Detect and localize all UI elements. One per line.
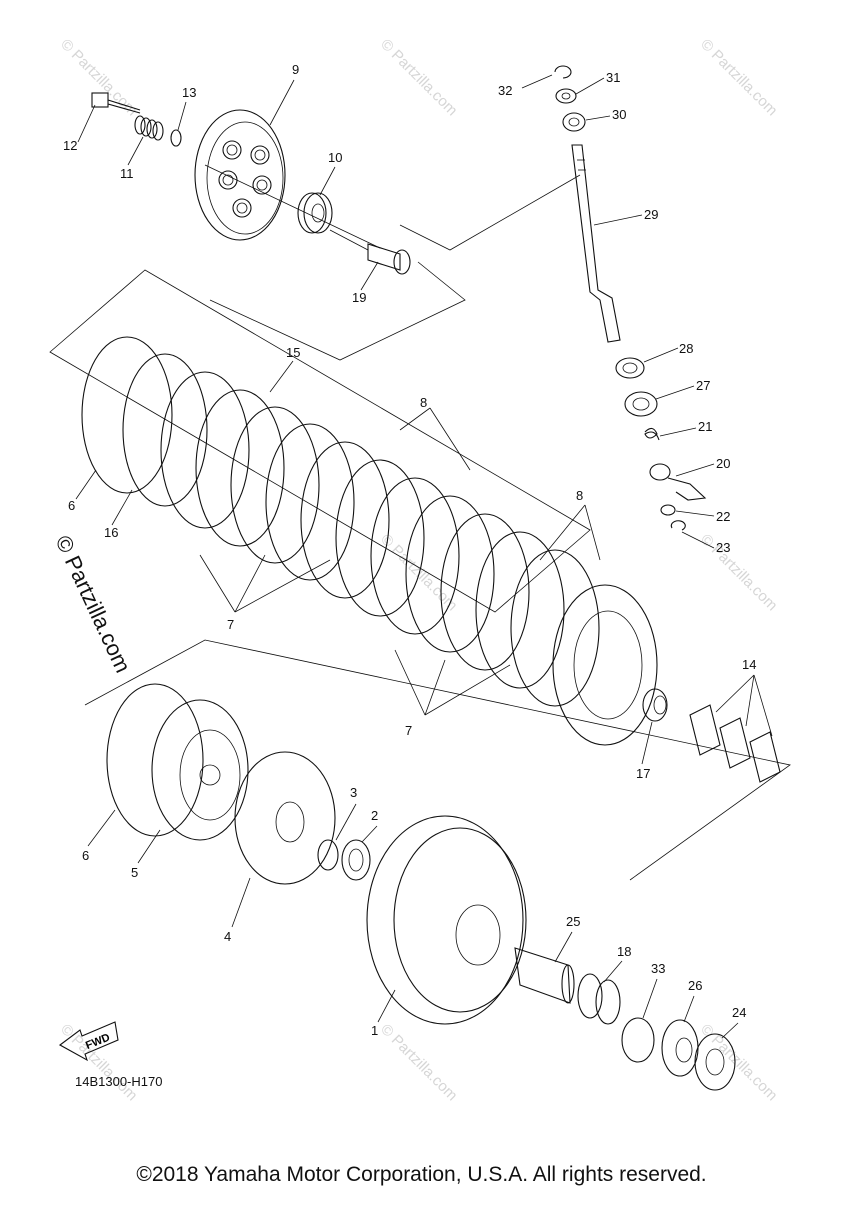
callout-24: 24 bbox=[732, 1005, 746, 1020]
callout-15: 15 bbox=[286, 345, 300, 360]
part-13-washer bbox=[170, 129, 182, 147]
watermark: © Partzilla.com bbox=[57, 1021, 140, 1104]
part-1-clutch-housing bbox=[366, 815, 527, 1025]
watermark: © Partzilla.com bbox=[697, 36, 780, 119]
callout-12: 12 bbox=[63, 138, 77, 153]
plate-stack bbox=[81, 336, 658, 746]
part-12-bolt bbox=[91, 92, 141, 114]
callout-13: 13 bbox=[182, 85, 196, 100]
part-10-bearing bbox=[297, 192, 333, 234]
copyright-notice: ©2018 Yamaha Motor Corporation, U.S.A. A… bbox=[136, 1163, 707, 1186]
part-24-washer bbox=[694, 1033, 736, 1091]
callout-numbers: 1 2 3 4 5 6 6 7 7 8 8 9 10 11 12 13 14 1… bbox=[63, 62, 756, 1038]
watermark: © Partzilla.com bbox=[377, 531, 460, 614]
callout-8b: 8 bbox=[576, 488, 583, 503]
callout-33: 33 bbox=[651, 961, 665, 976]
part-25-sleeve bbox=[514, 947, 575, 1004]
watermark: © Partzilla.com bbox=[377, 36, 460, 119]
diagram-code: 14B1300-H170 bbox=[75, 1074, 162, 1089]
leader-lines bbox=[199, 407, 601, 716]
callout-26: 26 bbox=[688, 978, 702, 993]
part-33-circlip bbox=[621, 1017, 655, 1063]
callout-1: 1 bbox=[371, 1023, 378, 1038]
callout-5: 5 bbox=[131, 865, 138, 880]
part-22-washer bbox=[660, 504, 676, 516]
callout-20: 20 bbox=[716, 456, 730, 471]
callout-29: 29 bbox=[644, 207, 658, 222]
callout-32: 32 bbox=[498, 83, 512, 98]
watermark-layer: © Partzilla.com © Partzilla.com © Partzi… bbox=[57, 36, 780, 1104]
callout-9: 9 bbox=[292, 62, 299, 77]
callout-31: 31 bbox=[606, 70, 620, 85]
watermark: © Partzilla.com bbox=[697, 1021, 780, 1104]
watermark: © Partzilla.com bbox=[697, 531, 780, 614]
part-31-washer bbox=[555, 88, 577, 104]
part-29-shaft bbox=[571, 144, 621, 343]
callout-14: 14 bbox=[742, 657, 756, 672]
part-4-pressure-plate bbox=[234, 751, 336, 885]
part-28-bearing bbox=[615, 357, 645, 379]
callout-4: 4 bbox=[224, 929, 231, 944]
part-21-spring bbox=[644, 427, 660, 441]
part-27-seal bbox=[624, 391, 658, 417]
callout-7b: 7 bbox=[405, 723, 412, 738]
part-6-plate-lower bbox=[106, 683, 204, 837]
part-3-washer bbox=[317, 839, 339, 871]
callout-6: 6 bbox=[68, 498, 75, 513]
callout-27: 27 bbox=[696, 378, 710, 393]
callout-18: 18 bbox=[617, 944, 631, 959]
callout-16: 16 bbox=[104, 525, 118, 540]
callout-28: 28 bbox=[679, 341, 693, 356]
plate-outline bbox=[49, 269, 591, 613]
callout-3: 3 bbox=[350, 785, 357, 800]
part-19-push-rod bbox=[367, 243, 411, 275]
callout-7: 7 bbox=[227, 617, 234, 632]
callout-23: 23 bbox=[716, 540, 730, 555]
callout-22: 22 bbox=[716, 509, 730, 524]
part-26-gear bbox=[661, 1019, 699, 1077]
part-11-spring bbox=[134, 115, 164, 141]
part-23-clip bbox=[670, 520, 686, 531]
part-20-lever bbox=[649, 463, 707, 501]
callout-10: 10 bbox=[328, 150, 342, 165]
part-5-clutch-boss bbox=[151, 699, 249, 841]
side-watermark: © Partzilla.com bbox=[50, 532, 135, 677]
callout-2: 2 bbox=[371, 808, 378, 823]
callout-6b: 6 bbox=[82, 848, 89, 863]
callout-25: 25 bbox=[566, 914, 580, 929]
callout-19: 19 bbox=[352, 290, 366, 305]
callout-17: 17 bbox=[636, 766, 650, 781]
part-2-washer bbox=[341, 839, 371, 881]
part-30-bushing bbox=[562, 112, 586, 132]
callout-11: 11 bbox=[120, 166, 134, 181]
watermark: © Partzilla.com bbox=[377, 1021, 460, 1104]
part-32-circlip bbox=[554, 65, 572, 79]
guide-lines bbox=[204, 164, 581, 361]
part-18-needle-bearing bbox=[577, 973, 621, 1025]
callout-8: 8 bbox=[420, 395, 427, 410]
callout-21: 21 bbox=[698, 419, 712, 434]
part-9-pressure-plate bbox=[194, 109, 286, 241]
part-17-collar bbox=[642, 688, 668, 722]
callout-leaders bbox=[75, 74, 773, 1039]
bottom-outline bbox=[84, 639, 791, 881]
callout-30: 30 bbox=[612, 107, 626, 122]
